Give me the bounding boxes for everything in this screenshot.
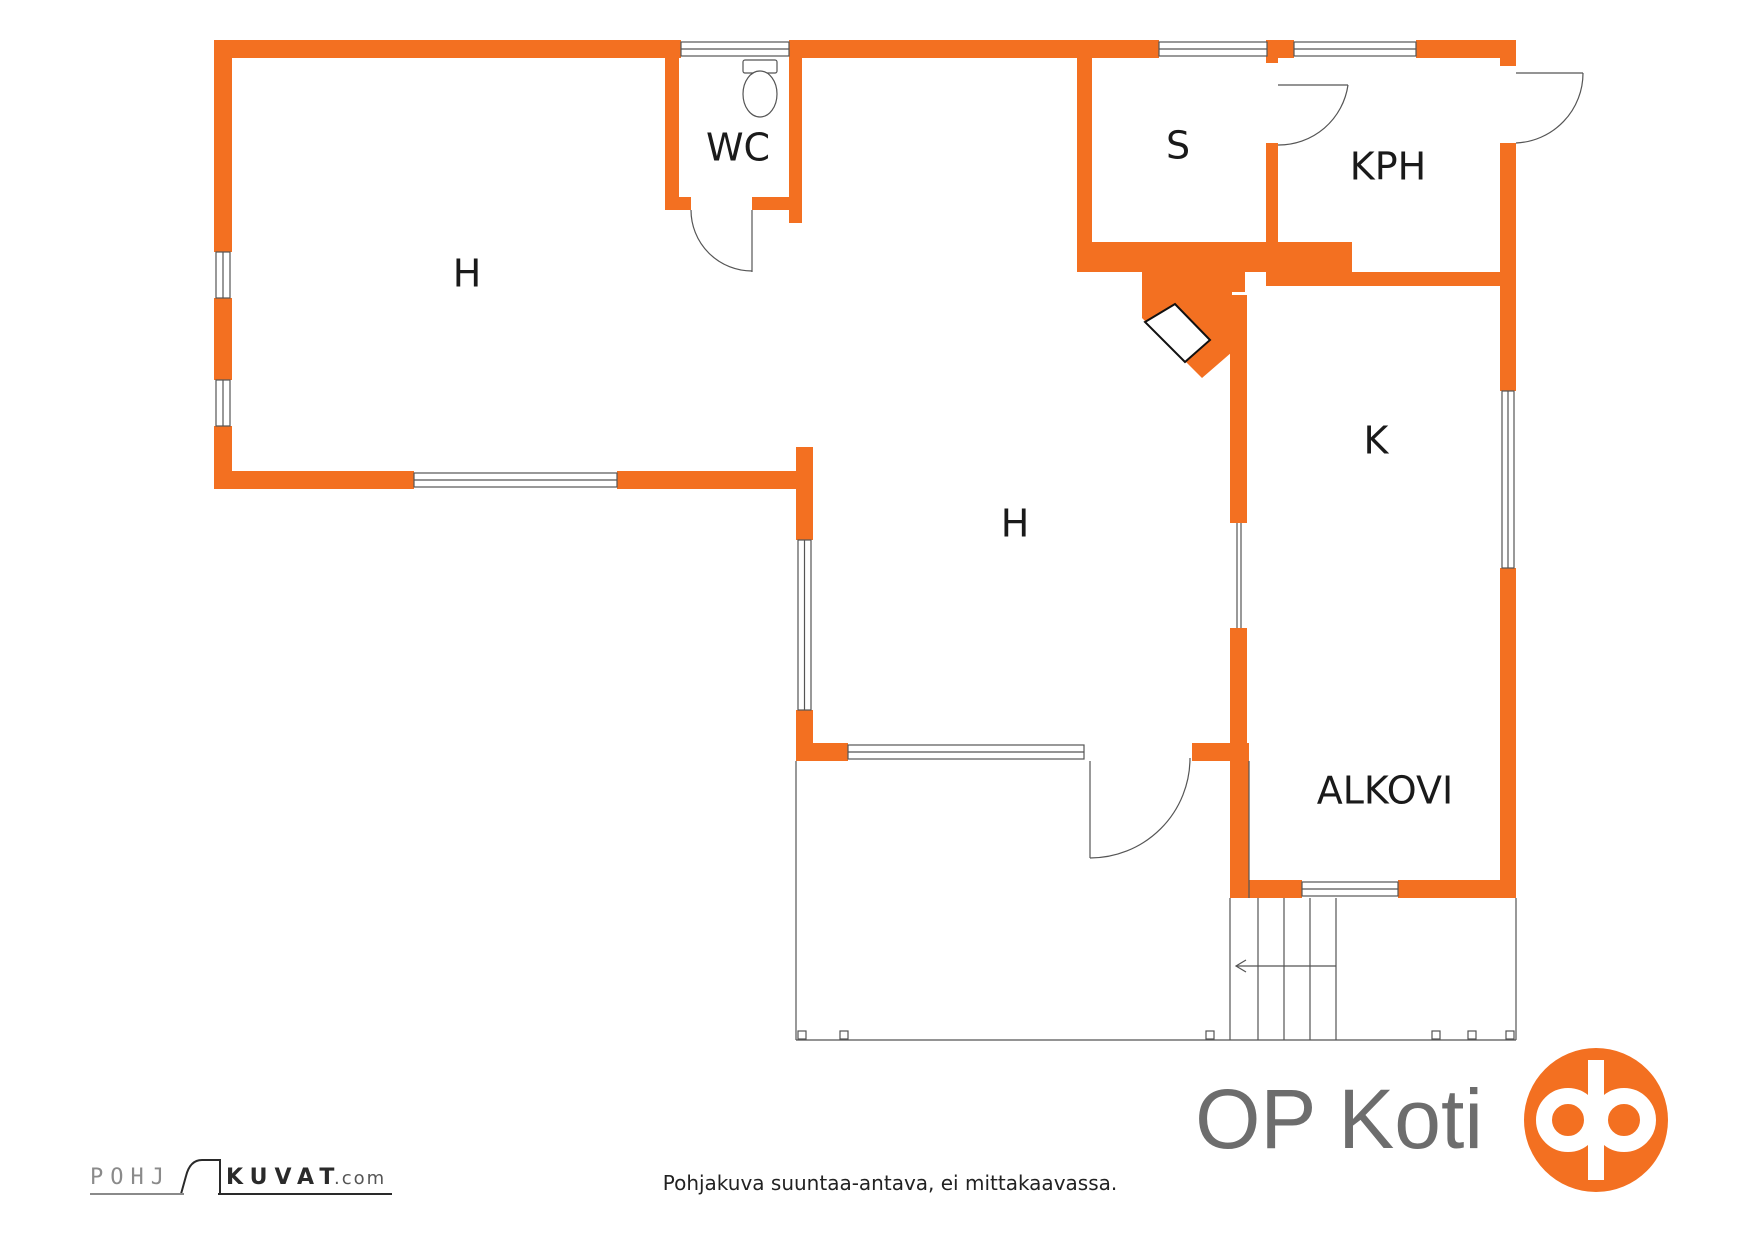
windows: [215, 41, 1515, 897]
disclaimer-text: Pohjakuva suuntaa-antava, ei mittakaavas…: [663, 1171, 1118, 1195]
walls: [214, 40, 1516, 898]
room-label-living-left: H: [453, 252, 482, 296]
op-logo-icon: [1524, 1048, 1668, 1192]
pohjakuvat-logo: POHJ KUVAT .com: [90, 1159, 392, 1195]
pohjakuvat-logo-light: POHJ: [90, 1165, 171, 1190]
pohjakuvat-logo-bold: KUVAT: [226, 1165, 341, 1190]
terrace: [795, 761, 1517, 1041]
toilet-icon: [742, 59, 778, 118]
room-label-alcove: ALKOVI: [1317, 769, 1453, 813]
stairs: [1234, 898, 1337, 1040]
room-label-sauna: S: [1166, 124, 1190, 168]
chimney-flue: [1143, 302, 1212, 364]
doors: [690, 72, 1584, 859]
op-koti-brand-text: OP Koti: [1195, 1072, 1483, 1166]
room-label-kitchen: K: [1364, 419, 1390, 463]
room-label-living-center: H: [1001, 502, 1030, 546]
pohjakuvat-logo-suffix: .com: [334, 1168, 386, 1189]
room-label-bathroom: KPH: [1350, 145, 1426, 189]
room-label-wc: WC: [706, 126, 770, 170]
